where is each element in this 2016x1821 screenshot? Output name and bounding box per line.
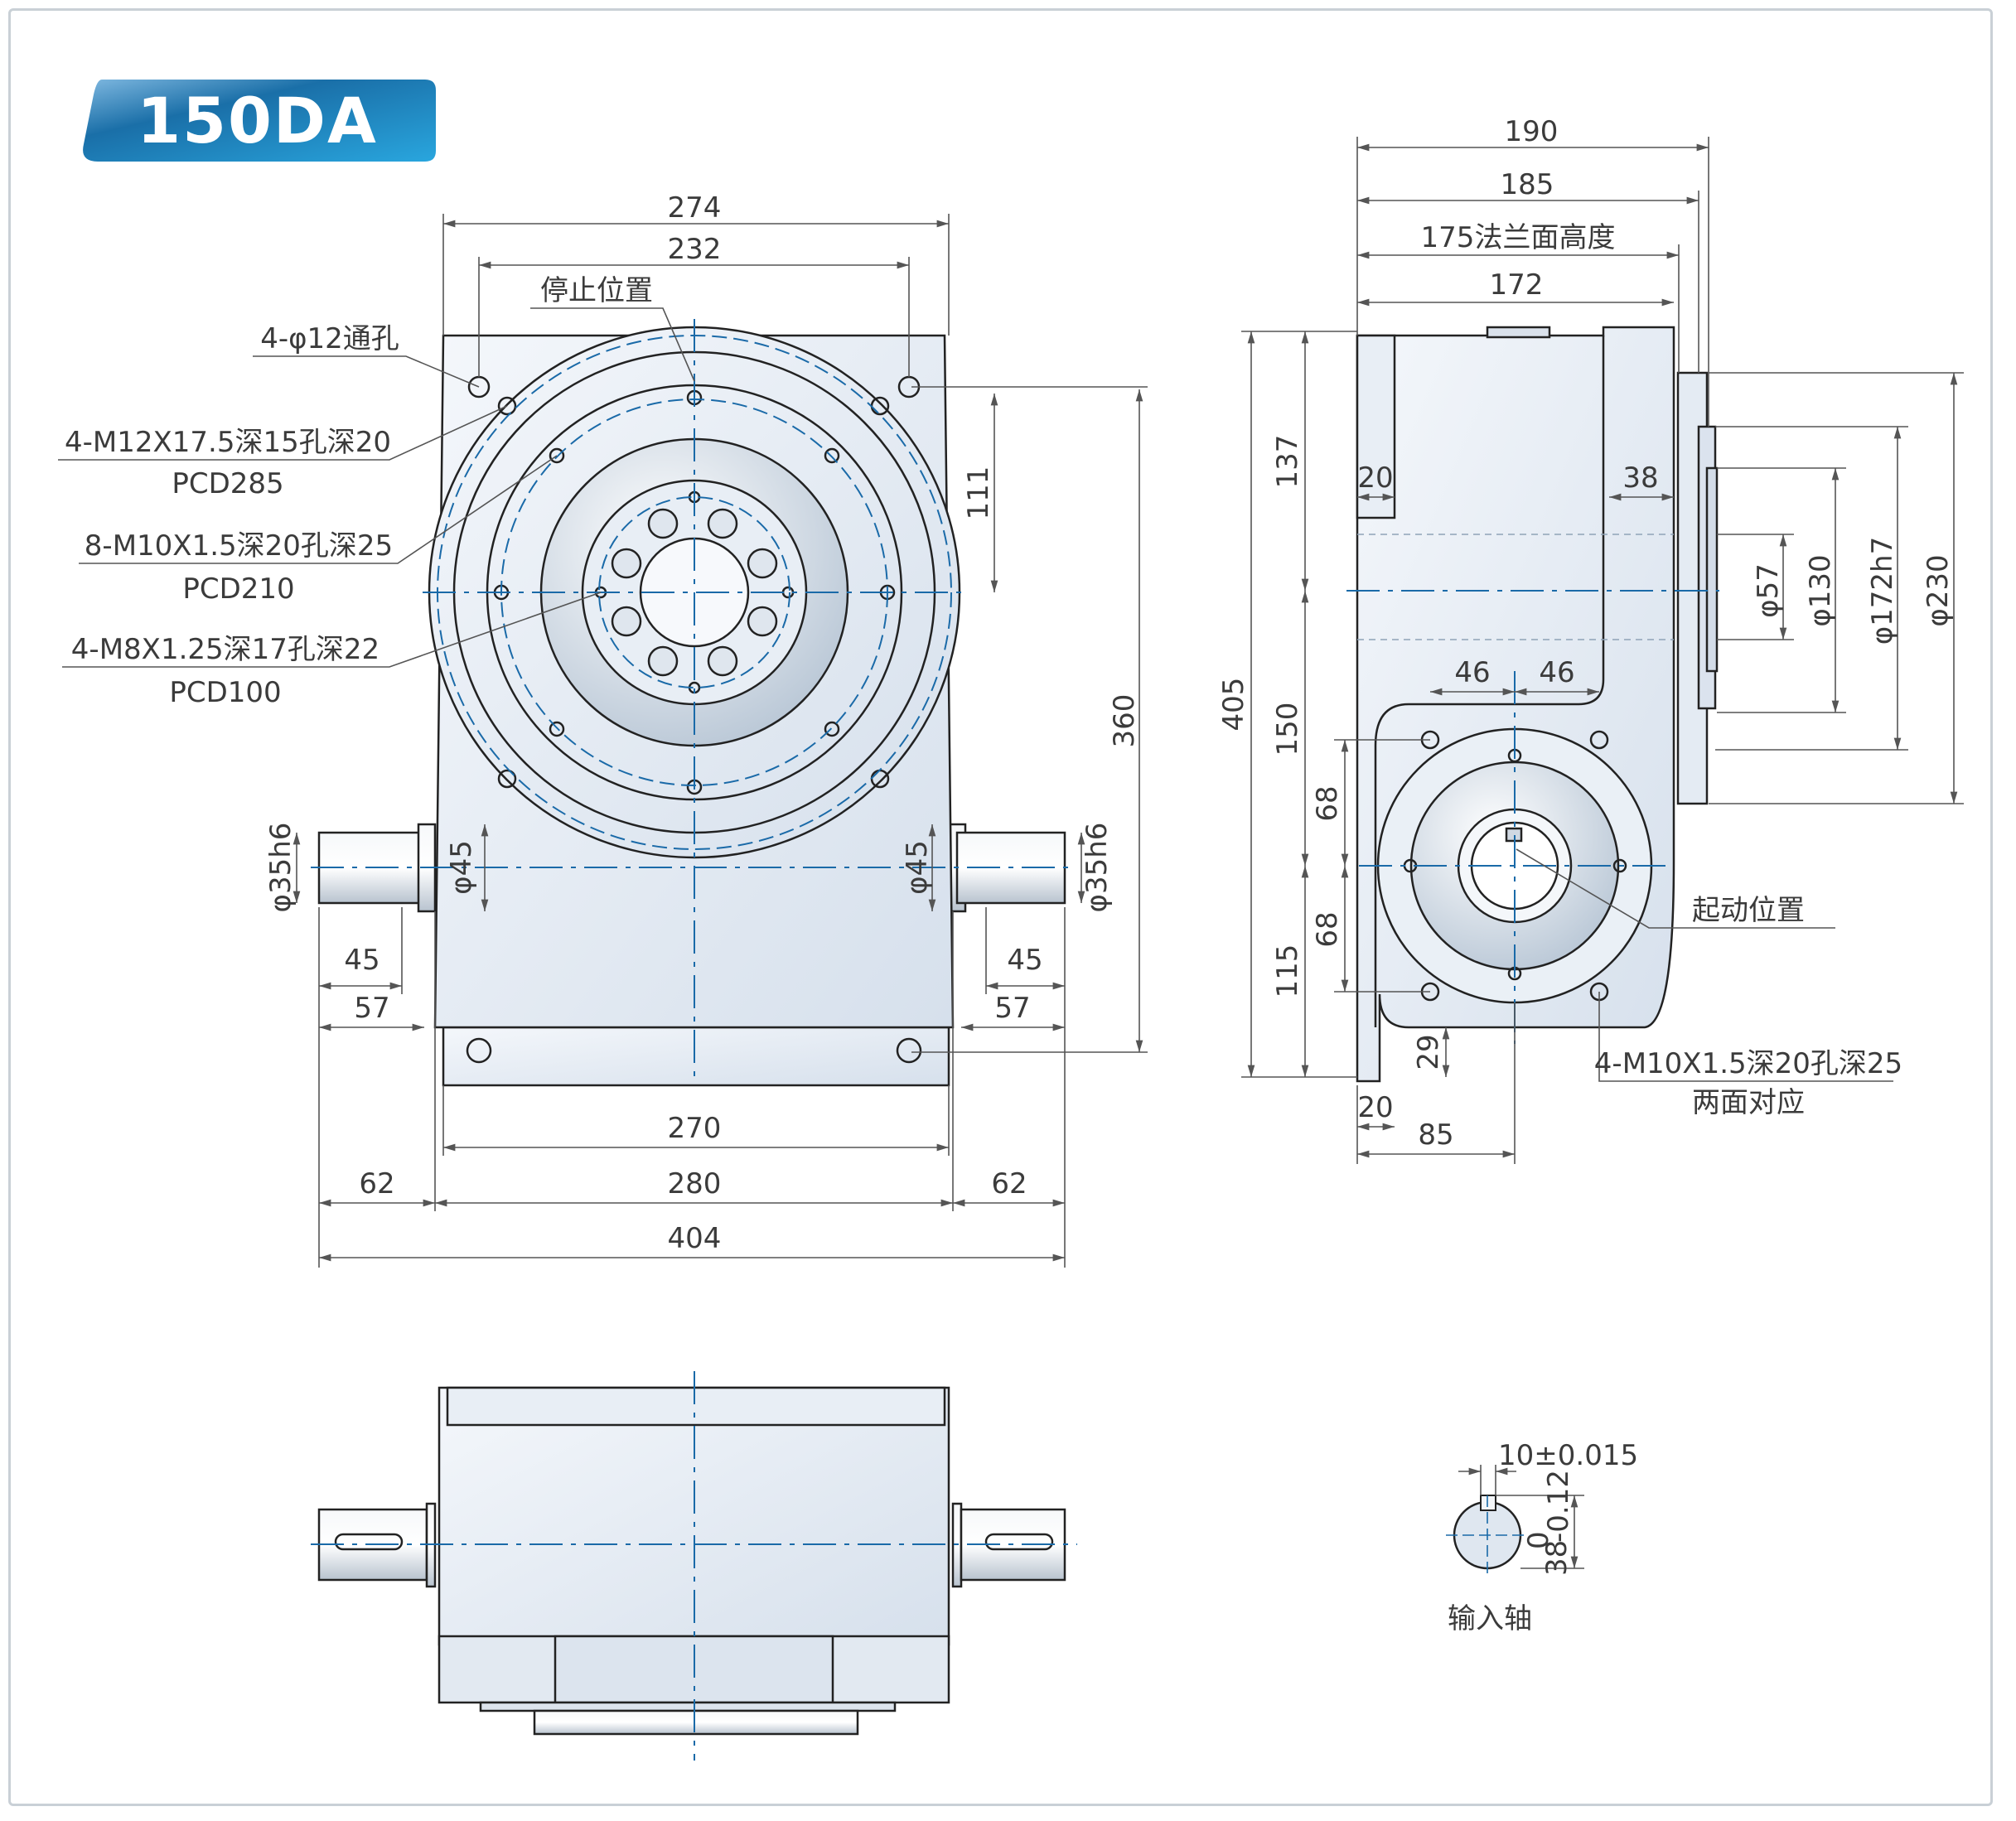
- flange-step-3: [1705, 466, 1719, 673]
- left-keyway: [334, 1533, 404, 1551]
- front-dimension-text: 274 232 111 360 φ35h6 φ45 φ45 φ35h6 45 5…: [65, 191, 1141, 1255]
- badge-shape: [83, 80, 437, 162]
- label-pcd100: PCD100: [169, 676, 281, 709]
- shaft-key-slot: [1480, 1495, 1496, 1511]
- dim-key-depth: 38: [1540, 1540, 1574, 1576]
- top-output-boss: [533, 1709, 859, 1736]
- dim-68-upper: 68: [1311, 785, 1344, 821]
- dim-left-shaft-dia: φ35h6: [264, 823, 297, 913]
- dim-270: 270: [668, 1112, 722, 1145]
- side-top-cap: [1486, 326, 1551, 339]
- dim-right-shaft-dia: φ35h6: [1081, 823, 1114, 913]
- dim-46-left: 46: [1454, 656, 1490, 689]
- dim-115: 115: [1271, 944, 1304, 998]
- front-centerlines: [311, 319, 1073, 1077]
- top-view: [311, 1371, 1077, 1761]
- dim-232: 232: [668, 233, 722, 266]
- dim-111: 111: [962, 466, 995, 520]
- dim-20-top: 20: [1357, 461, 1393, 495]
- dim-404: 404: [668, 1222, 722, 1255]
- dim-left-45: 45: [344, 944, 380, 977]
- top-cover: [446, 1386, 946, 1427]
- label-side-m10-holes: 4-M10X1.5深20孔深25: [1594, 1047, 1902, 1080]
- label-m10-holes: 8-M10X1.5深20孔深25: [85, 529, 393, 563]
- side-top-lug: [1356, 334, 1396, 519]
- dim-dia130: φ130: [1804, 554, 1837, 626]
- hub-bolts: [611, 508, 778, 677]
- front-view: [311, 319, 1073, 1087]
- front-dimension-lines: [58, 214, 1148, 1268]
- top-centerlines: [311, 1371, 1077, 1761]
- side-dimension-text: 190 185 175法兰面高度 172 137 405 150 68 68 1…: [1217, 115, 1955, 1152]
- model-title: 150DA: [137, 84, 378, 157]
- side-dimension-lines: [1241, 137, 1964, 1164]
- shaft-detail: 10±0.015 38 0 -0.12 输入轴: [1446, 1439, 1638, 1635]
- side-view: [1346, 326, 1719, 1083]
- dim-left-57: 57: [354, 992, 389, 1025]
- base-plate: [442, 1026, 950, 1087]
- dim-dia230: φ230: [1922, 554, 1955, 626]
- dim-360: 360: [1108, 694, 1141, 748]
- dim-left-collar-dia: φ45: [445, 840, 478, 895]
- top-base-lip: [479, 1701, 897, 1712]
- dim-tol-lower: -0.12: [1542, 1470, 1575, 1543]
- shaft-dimension-lines: [1458, 1465, 1584, 1569]
- label-m12-holes: 4-M12X17.5深15孔深20: [65, 426, 391, 459]
- dim-405: 405: [1217, 678, 1250, 732]
- dim-dia57: φ57: [1752, 563, 1785, 618]
- label-input-shaft: 输入轴: [1448, 1602, 1532, 1635]
- dim-right-45: 45: [1007, 944, 1042, 977]
- dim-185: 185: [1501, 168, 1554, 201]
- dim-20-bottom: 20: [1357, 1091, 1393, 1124]
- dim-46-right: 46: [1539, 656, 1574, 689]
- shaft-centerlines: [1446, 1495, 1529, 1574]
- dim-left-62: 62: [359, 1167, 394, 1200]
- dim-68-lower: 68: [1311, 911, 1344, 947]
- dim-274: 274: [668, 191, 722, 225]
- label-start-position: 起动位置: [1692, 894, 1805, 927]
- dim-137: 137: [1271, 435, 1304, 489]
- label-m8-holes: 4-M8X1.25深17孔深22: [71, 633, 380, 666]
- label-pcd285: PCD285: [172, 467, 283, 500]
- dim-172: 172: [1490, 268, 1544, 302]
- dim-280: 280: [668, 1167, 722, 1200]
- label-both-sides: 两面对应: [1692, 1086, 1805, 1119]
- label-pcd210: PCD210: [182, 572, 294, 606]
- dim-right-62: 62: [991, 1167, 1027, 1200]
- dim-29: 29: [1412, 1034, 1445, 1070]
- dim-150: 150: [1271, 703, 1304, 756]
- dim-right-collar-dia: φ45: [901, 840, 934, 895]
- label-stop-position: 停止位置: [540, 274, 653, 307]
- drawing-border: [8, 8, 1993, 1806]
- side-body-split: [1374, 336, 1605, 1027]
- side-hidden-lines: [1357, 534, 1674, 640]
- dim-85: 85: [1418, 1118, 1453, 1152]
- dim-190: 190: [1505, 115, 1559, 148]
- model-badge: 150DA: [77, 78, 438, 163]
- dim-tol-upper: 0: [1522, 1531, 1555, 1549]
- dim-38: 38: [1622, 461, 1658, 495]
- side-centerlines: [1346, 590, 1719, 1044]
- dim-key-width: 10±0.015: [1498, 1439, 1638, 1472]
- dim-flange-height: 175法兰面高度: [1421, 221, 1616, 254]
- dim-dia172: φ172h7: [1866, 537, 1899, 645]
- right-keyway: [984, 1533, 1054, 1551]
- label-through-holes: 4-φ12通孔: [260, 322, 399, 355]
- dim-right-57: 57: [994, 992, 1030, 1025]
